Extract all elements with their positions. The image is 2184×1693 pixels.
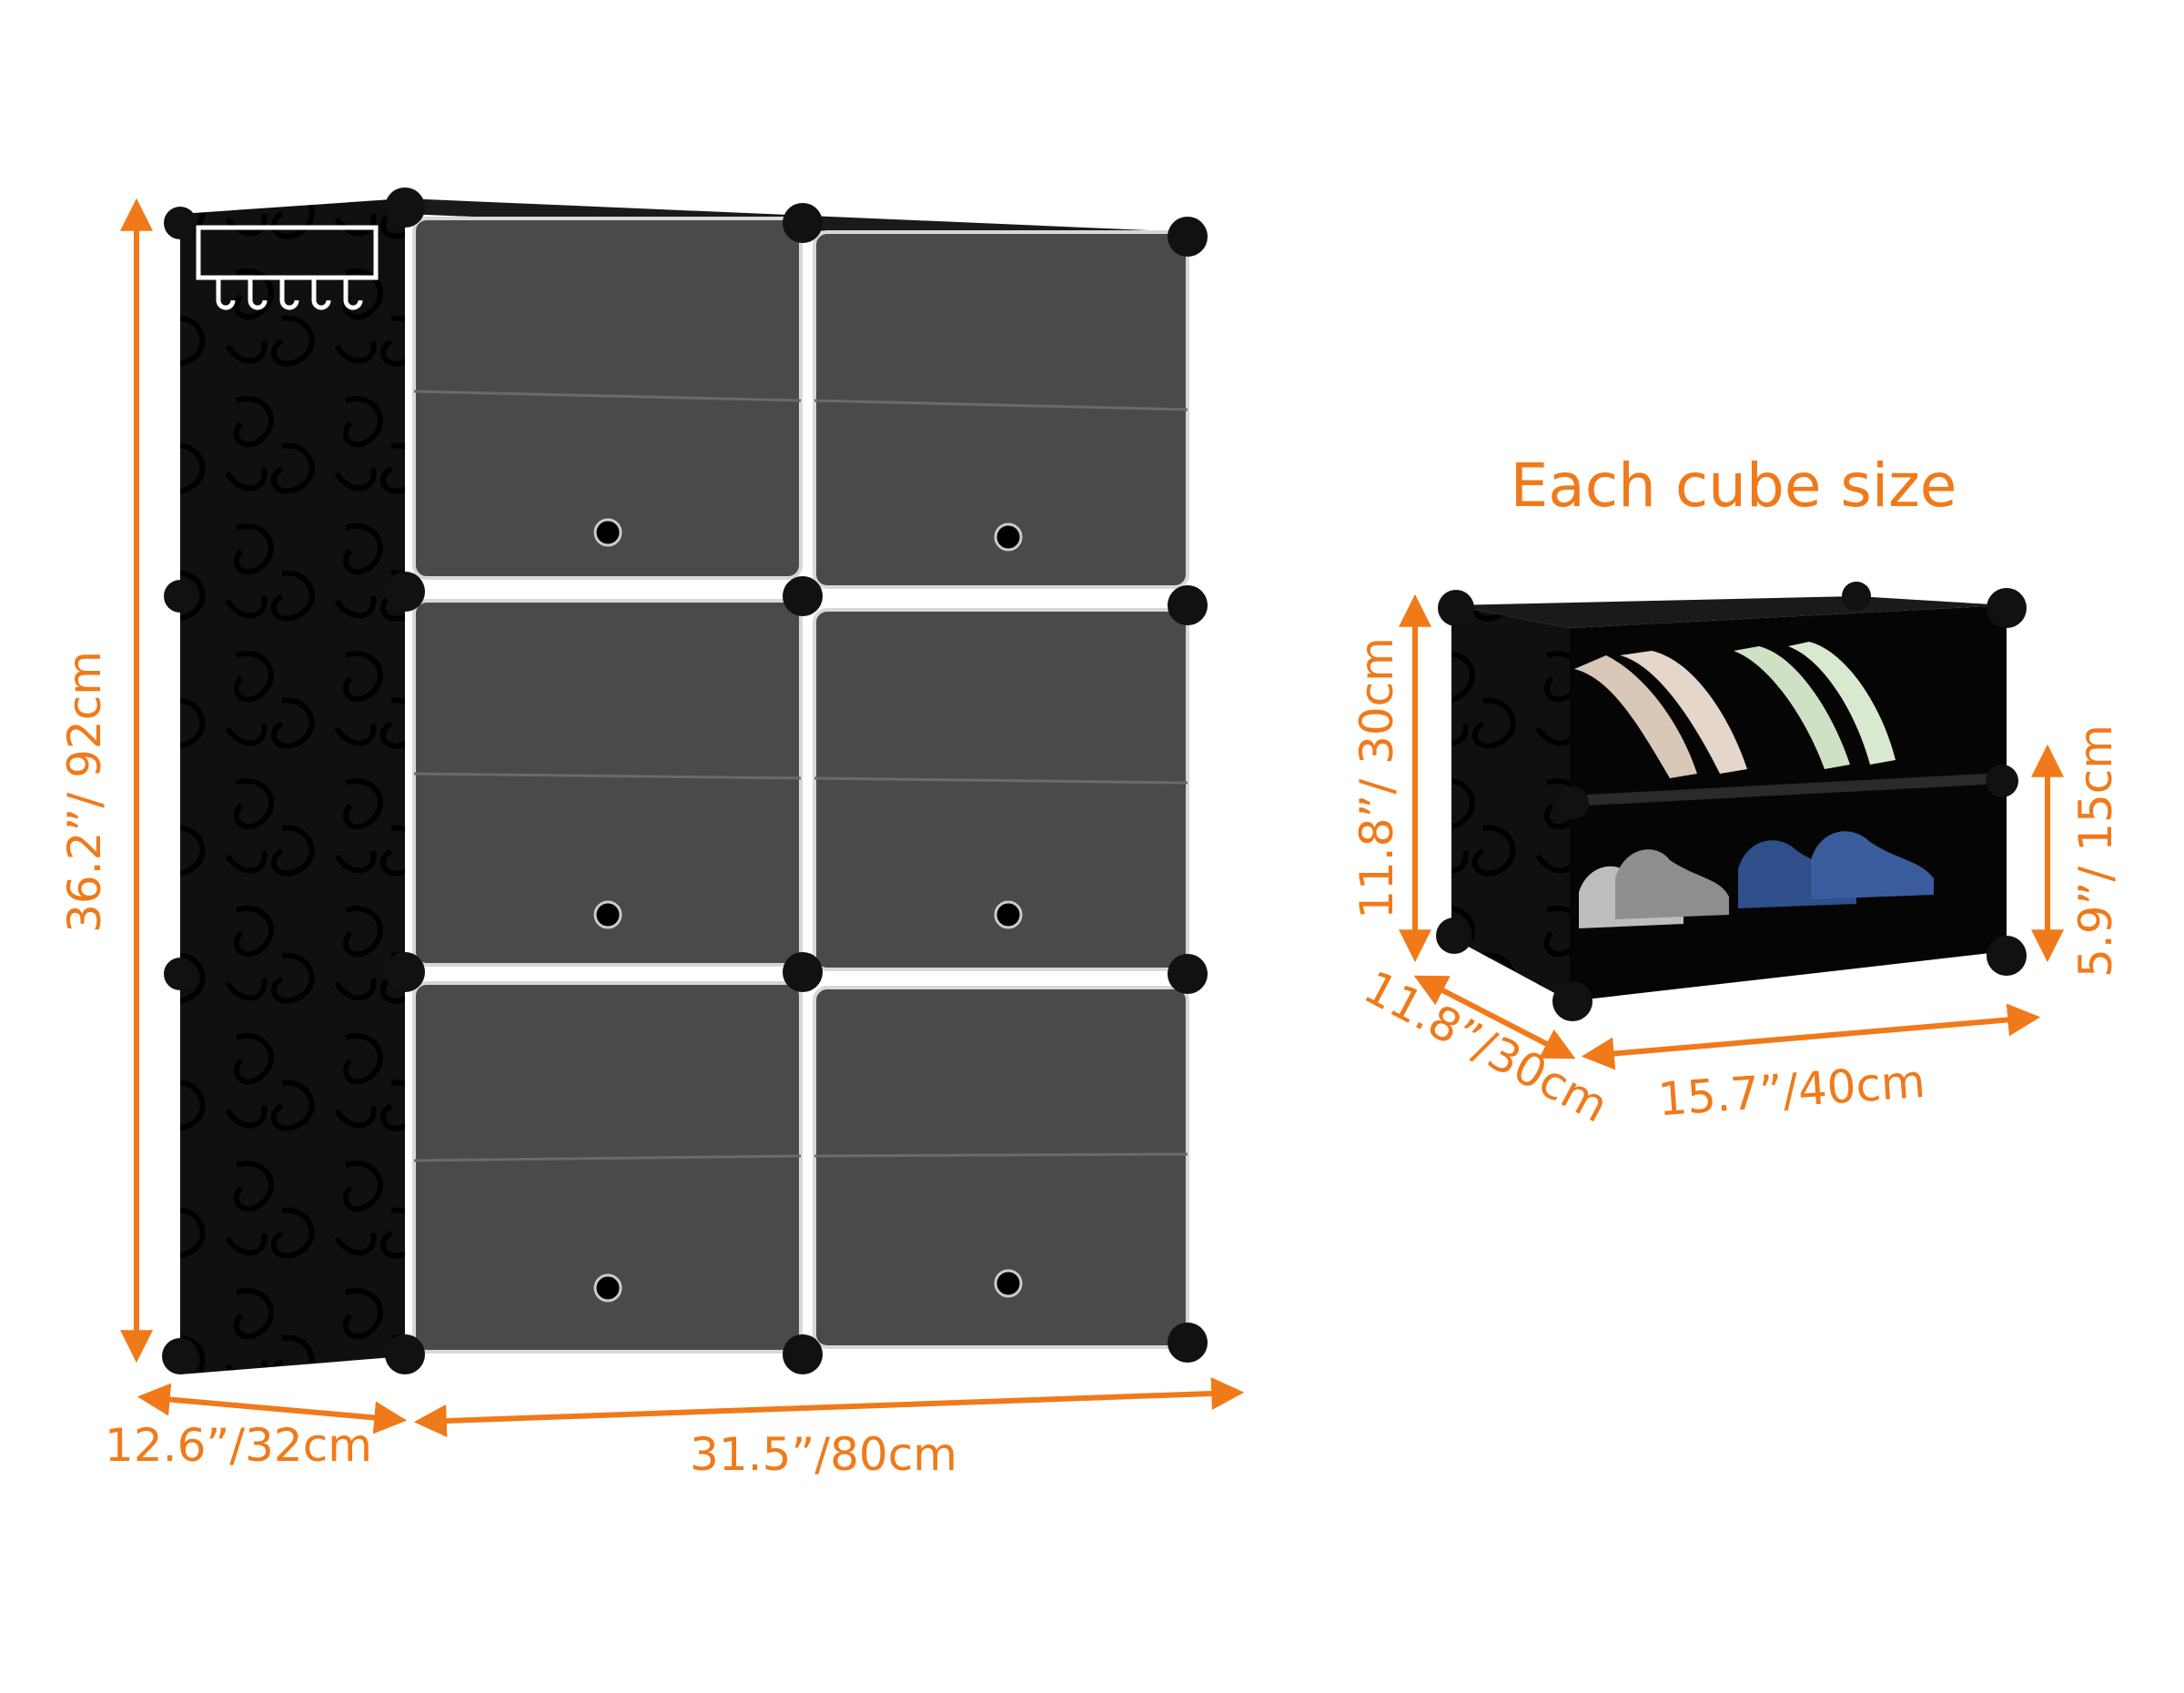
door-knob-icon xyxy=(994,1269,1023,1298)
cabinet-width-label: 31.5”/80cm xyxy=(690,1428,957,1481)
cube-width-label: 15.7”/40cm xyxy=(1656,1055,1926,1126)
cube-height-dimension: 11.8”/ 30cm xyxy=(1350,593,1431,963)
single-cube-illustration xyxy=(1436,582,2027,1021)
cabinet-side-panel xyxy=(180,198,405,1374)
cube-width-dimension: 15.7”/40cm xyxy=(1581,1003,2041,1126)
door-knob-icon xyxy=(994,900,1023,929)
cabinet-height-label: 36.2”/ 92cm xyxy=(58,651,111,933)
cabinet-width-dimension: 31.5”/80cm xyxy=(413,1377,1245,1481)
door-bottom-right xyxy=(813,986,1189,1349)
door-top-left xyxy=(412,217,803,580)
cube-size-heading: Each cube size xyxy=(1510,451,1957,521)
hook-rack-icon xyxy=(196,225,379,310)
shoe-cabinet-illustration xyxy=(162,188,1208,1374)
cube-shelf-height-label: 5.9”/ 15cm xyxy=(2069,725,2122,978)
door-knob-icon xyxy=(593,900,622,929)
cube-shelf xyxy=(1569,773,2003,806)
cabinet-connectors xyxy=(162,188,1208,1374)
door-middle-left xyxy=(412,599,803,967)
sneakers-icon xyxy=(1579,831,1934,928)
door-bottom-left xyxy=(412,981,803,1353)
cube-height-label: 11.8”/ 30cm xyxy=(1350,637,1403,919)
door-knob-icon xyxy=(994,522,1023,552)
cube-shelf-height-dimension: 5.9”/ 15cm xyxy=(2031,725,2122,978)
door-middle-right xyxy=(813,608,1189,971)
door-knob-icon xyxy=(593,1273,622,1303)
sandals-icon xyxy=(1574,642,1896,778)
cabinet-depth-dimension: 12.6”/32cm xyxy=(105,1383,408,1472)
cube-side-panel xyxy=(1451,605,1570,1001)
door-knob-icon xyxy=(593,518,622,547)
cabinet-doors xyxy=(412,217,1189,1353)
cabinet-depth-label: 12.6”/32cm xyxy=(105,1419,372,1472)
cabinet-height-dimension: 36.2”/ 92cm xyxy=(58,198,153,1364)
